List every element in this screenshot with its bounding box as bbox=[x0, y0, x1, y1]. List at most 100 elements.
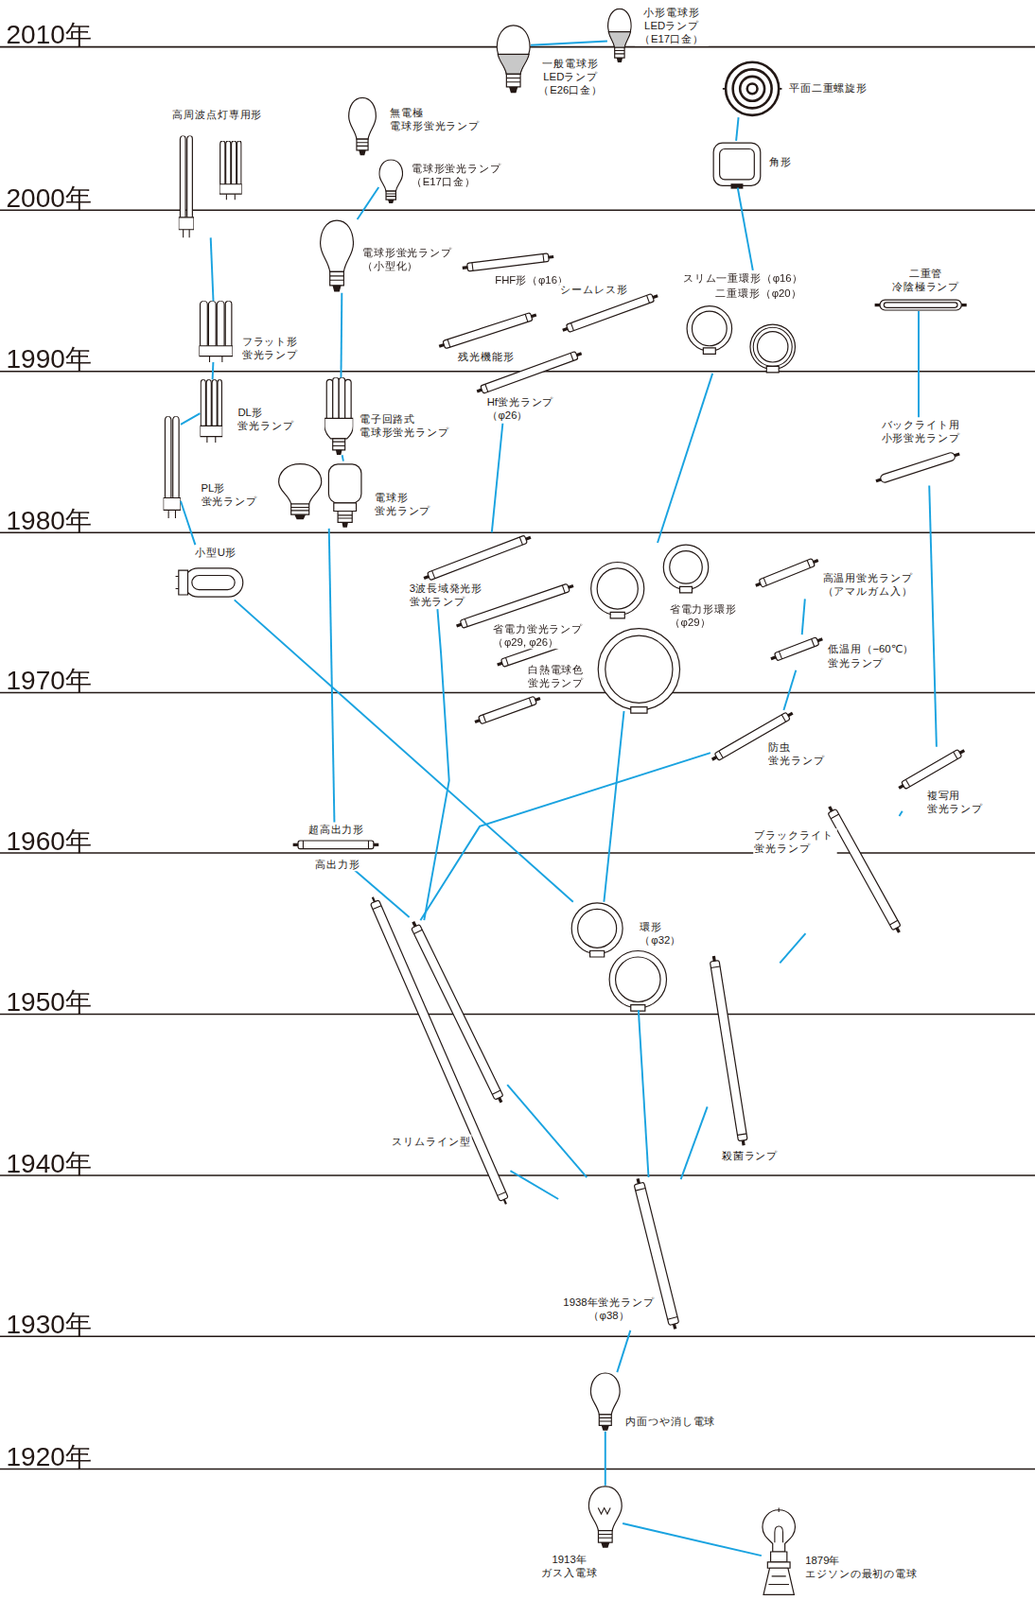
lamp-outline bbox=[750, 324, 795, 369]
lamp-outline bbox=[279, 464, 322, 521]
lamp-node: 複写用 蛍光ランプ bbox=[896, 747, 990, 817]
lamp-label: 1879年 エジソンの最初の電球 bbox=[804, 1554, 919, 1581]
lamp-node: 一般電球形 LEDランプ （E26口金） bbox=[495, 24, 531, 94]
lamp-node: スリム一重環形（φ16）二重環形（φ20） bbox=[681, 270, 807, 374]
lamp-outline bbox=[473, 694, 543, 726]
lineage-line bbox=[420, 753, 711, 921]
lamp-label: 内面つや消し電球 bbox=[624, 1415, 717, 1429]
year-label: 2000年 bbox=[5, 184, 91, 211]
lamp-outline bbox=[750, 324, 795, 373]
lamp-outline bbox=[709, 955, 749, 1147]
lamp-label: FHF形（φ16） bbox=[493, 273, 570, 287]
edison-lamp bbox=[762, 1508, 796, 1597]
lamp-outline bbox=[178, 570, 189, 596]
lamp-outline bbox=[605, 635, 673, 703]
lineage-line bbox=[736, 117, 738, 141]
lamp-label: 環形 （φ32） bbox=[638, 920, 687, 948]
lamp-outline bbox=[0, 1469, 1035, 1471]
lamp-label: 二重環形（φ20） bbox=[714, 286, 803, 300]
year-lines bbox=[0, 47, 1035, 1471]
lamp-outline bbox=[686, 306, 732, 355]
lamp-node: 3波長域発光形 蛍光ランプ bbox=[406, 532, 532, 610]
lamp-node: 1938年蛍光ランプ （φ38） bbox=[558, 1177, 681, 1332]
lamp-node: フラット形 蛍光ランプ bbox=[198, 300, 307, 363]
lamp-node: 残光機能形 bbox=[438, 309, 536, 365]
lamp-label: 小型U形 bbox=[193, 545, 238, 560]
lamp-outline bbox=[725, 62, 779, 116]
lamp-label: 防虫 蛍光ランプ bbox=[767, 740, 831, 768]
year-label: 1970年 bbox=[5, 667, 91, 695]
lamp-outline bbox=[691, 311, 727, 347]
lamp-outline bbox=[591, 561, 645, 615]
lamp-outline bbox=[766, 366, 779, 372]
lamp-node: スリムライン型 bbox=[367, 895, 510, 1207]
lamp-outline bbox=[615, 957, 661, 1002]
lamp-label: 角形 bbox=[768, 155, 793, 169]
lamp-outline bbox=[302, 841, 369, 850]
lineage-line bbox=[507, 1085, 587, 1178]
lamp-label: 複写用 蛍光ランプ bbox=[926, 789, 990, 816]
lamp-outline bbox=[769, 635, 824, 664]
lamp-outline bbox=[588, 1487, 622, 1549]
lamp-outline bbox=[597, 629, 680, 715]
lamp-outline bbox=[442, 313, 533, 350]
lamp-node: ブラックライト 蛍光ランプ bbox=[752, 805, 903, 934]
lamp-outline bbox=[379, 159, 404, 204]
lamp-label: 平面二重螺旋形 bbox=[788, 81, 869, 95]
year-label: 2010年 bbox=[5, 21, 91, 49]
lamp-outline bbox=[328, 464, 362, 504]
lineage-line bbox=[339, 293, 343, 379]
year-label: 1990年 bbox=[5, 346, 91, 373]
lamp-outline bbox=[771, 1552, 788, 1563]
lineage-line bbox=[802, 598, 806, 635]
lamp-outline bbox=[778, 639, 814, 660]
lineage-line bbox=[491, 423, 504, 533]
lamp-outline bbox=[663, 544, 708, 594]
lamp-outline bbox=[467, 253, 550, 272]
lamp-label: 殺菌ランプ bbox=[720, 1149, 779, 1163]
lamp-node: 1879年 エジソンの最初の電球 bbox=[761, 1508, 920, 1597]
lamp-outline bbox=[163, 416, 181, 519]
year-label: 1980年 bbox=[5, 507, 91, 534]
lamp-node: 高温用蛍光ランプ （アマルガム入） bbox=[754, 556, 919, 599]
lamp-label: 電球形蛍光ランプ （小型化） bbox=[361, 245, 457, 273]
lineage-line bbox=[211, 362, 215, 380]
lineage-line bbox=[210, 237, 214, 301]
lamp-label: バックライト用 小形蛍光ランプ bbox=[877, 418, 965, 445]
lamp-outline bbox=[663, 544, 708, 590]
lineage-line bbox=[530, 40, 608, 45]
lamp-outline bbox=[733, 69, 772, 108]
lamp-outline bbox=[337, 511, 352, 524]
cylinder-bulb bbox=[328, 464, 362, 528]
lineage-line bbox=[357, 187, 380, 220]
year-label: 1960年 bbox=[5, 827, 91, 855]
lamp-label: 超高出力形 bbox=[307, 824, 366, 838]
lamp-node: 内面つや消し電球 bbox=[590, 1372, 719, 1433]
lamp-label: フラット形 蛍光ランプ bbox=[241, 334, 307, 362]
lineage-line bbox=[604, 1432, 607, 1487]
lamp-node: 二重管 冷陰極ランプ bbox=[874, 266, 968, 312]
tube-lamps bbox=[293, 252, 967, 1331]
lamp-outline bbox=[298, 841, 374, 850]
lamp-node: 白熱電球色 蛍光ランプ bbox=[473, 635, 594, 727]
lamp-outline bbox=[590, 951, 605, 958]
lamp-node: 超高出力形 bbox=[292, 823, 381, 852]
lamp-label: PL形 蛍光ランプ bbox=[199, 481, 265, 509]
lamp-outline bbox=[183, 568, 244, 597]
lamp-outline bbox=[178, 135, 194, 238]
lamp-outline bbox=[596, 568, 638, 610]
lamp-outline bbox=[763, 561, 810, 587]
lamp-outline bbox=[597, 629, 680, 711]
lamp-outline bbox=[702, 348, 716, 354]
lamp-node: 省電力形環形 （φ29） bbox=[590, 543, 744, 712]
lamp-label: Hf蛍光ランプ （φ26） bbox=[486, 396, 573, 423]
lamp-outline bbox=[175, 577, 179, 590]
lamp-node: 電球形蛍光ランプ （小型化） bbox=[319, 219, 459, 294]
lamp-outline bbox=[368, 895, 510, 1207]
lineage-line bbox=[681, 1106, 708, 1180]
lamp-outline bbox=[427, 535, 528, 580]
lamp-outline bbox=[875, 299, 967, 311]
lamp-outline bbox=[341, 522, 348, 527]
lamp-outline bbox=[710, 966, 747, 1136]
